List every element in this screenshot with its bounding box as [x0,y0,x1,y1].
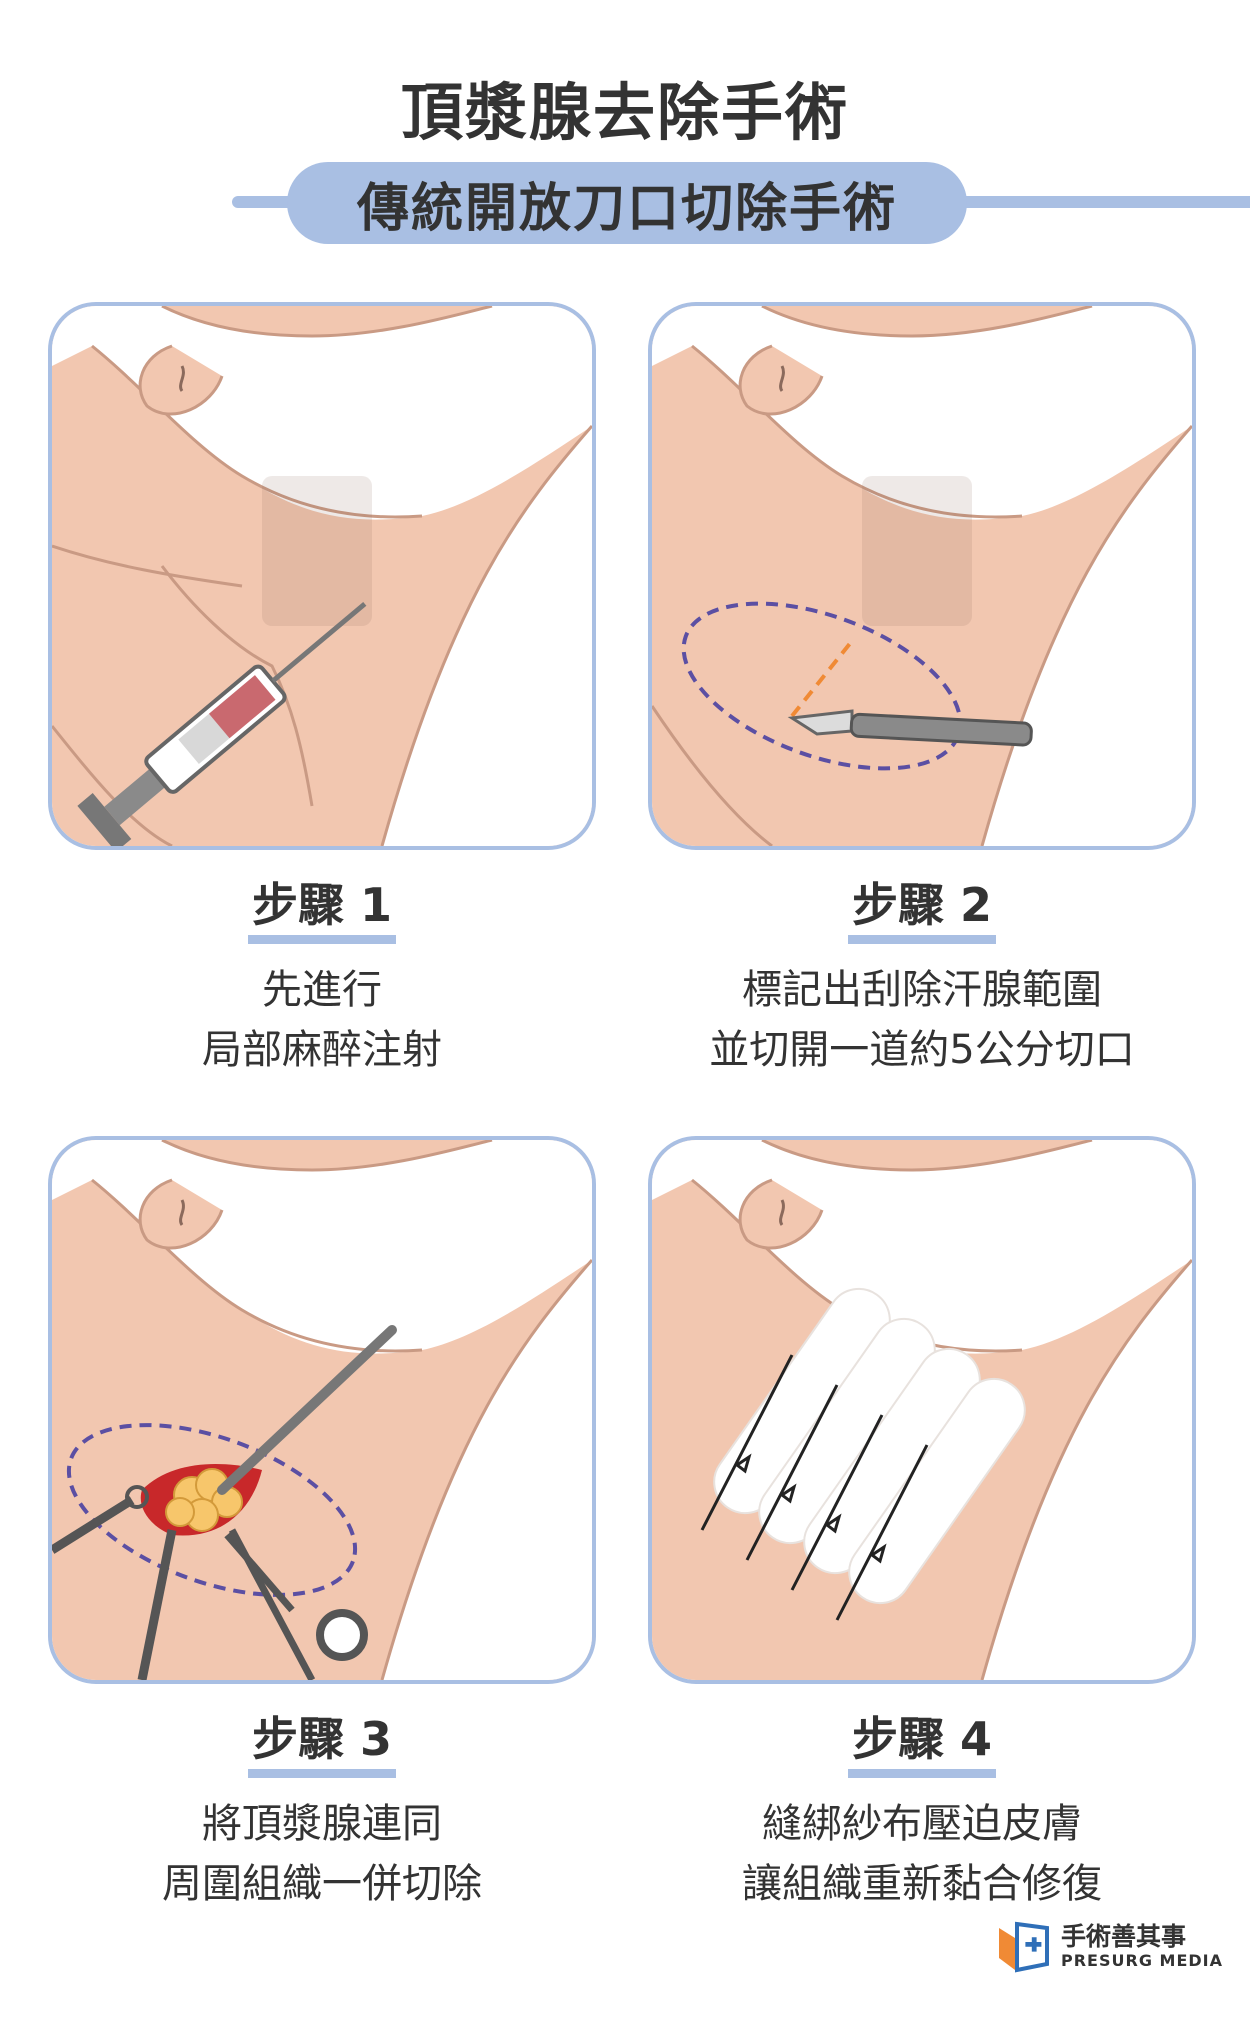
brand-logo: 手術善其事 PRESURG MEDIA [995,1918,1223,1974]
step-3-illustration [48,1136,596,1684]
step-2-description: 標記出刮除汗腺範圍 並切開一道約5公分切口 [709,967,1135,1073]
step-1-title: 步驟 1 [48,878,596,944]
armpit-bandage-drawing [652,1140,1192,1680]
presurg-logo-icon [999,1921,1049,1973]
step-1-description: 先進行 局部麻醉注射 [202,967,442,1073]
step-1-illustration [48,302,596,850]
brand-name-en: PRESURG MEDIA [1061,1950,1223,1970]
step-4-description: 縫綁紗布壓迫皮膚 讓組織重新黏合修復 [742,1801,1102,1907]
brand-name: 手術善其事 [1061,1921,1187,1951]
armpit-marking-drawing [652,306,1192,846]
page-title: 頂漿腺去除手術 [400,76,849,149]
subtitle-pill: 傳統開放刀口切除手術 [287,162,967,244]
step-2-title: 步驟 2 [648,878,1196,944]
step-4-title: 步驟 4 [648,1712,1196,1778]
step-4-illustration [648,1136,1196,1684]
step-3-description: 將頂漿腺連同 周圍組織一併切除 [162,1801,482,1907]
step-2-illustration [648,302,1196,850]
armpit-excision-drawing [52,1140,592,1680]
step-3-title: 步驟 3 [48,1712,596,1778]
armpit-injection-drawing [52,306,592,846]
